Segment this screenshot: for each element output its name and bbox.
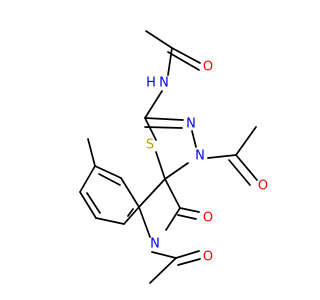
bond: [167, 47, 173, 76]
atom-nitrogen: N: [195, 149, 205, 164]
bond: [138, 178, 166, 208]
atom-oxygen: O: [203, 211, 213, 226]
bond: [167, 51, 200, 71]
bond: [155, 151, 166, 180]
bond: [79, 165, 96, 193]
bond: [144, 117, 184, 121]
bond: [191, 130, 197, 148]
bond: [123, 206, 140, 225]
bond: [95, 217, 125, 225]
atom-nitrogen: N: [159, 76, 169, 91]
bond: [235, 154, 258, 181]
bond: [177, 258, 201, 266]
atom-nitrogen: N: [150, 237, 160, 252]
bond: [165, 207, 181, 231]
atom-oxygen: O: [203, 250, 213, 265]
atom-oxygen: O: [203, 60, 213, 75]
atom-label-layer: O N H S N N O O N O: [146, 60, 268, 265]
bond: [179, 207, 200, 213]
bond: [171, 47, 201, 64]
bond: [175, 250, 200, 259]
bond: [98, 173, 121, 186]
atom-nitrogen: N: [186, 117, 196, 132]
bond-layer: [79, 30, 258, 284]
bond: [138, 206, 151, 238]
bond: [144, 126, 183, 129]
bond: [120, 177, 140, 208]
bond: [144, 90, 163, 119]
bond: [207, 154, 237, 159]
bond: [86, 192, 101, 214]
bond: [87, 138, 96, 167]
bond: [151, 251, 177, 259]
atom-sulfur: S: [146, 138, 154, 153]
atom-hydrogen: H: [146, 76, 156, 91]
bond: [177, 214, 197, 220]
bond: [127, 208, 134, 217]
bond: [94, 165, 122, 179]
bond: [145, 30, 173, 49]
bond: [149, 257, 177, 284]
bond: [79, 191, 97, 219]
molecule-structure: O N H S N N O O N O: [79, 30, 268, 284]
bond: [144, 117, 157, 141]
bond: [164, 162, 189, 180]
bond: [228, 159, 251, 186]
atom-oxygen: O: [258, 179, 268, 194]
bond: [164, 178, 181, 209]
bond: [235, 126, 257, 156]
